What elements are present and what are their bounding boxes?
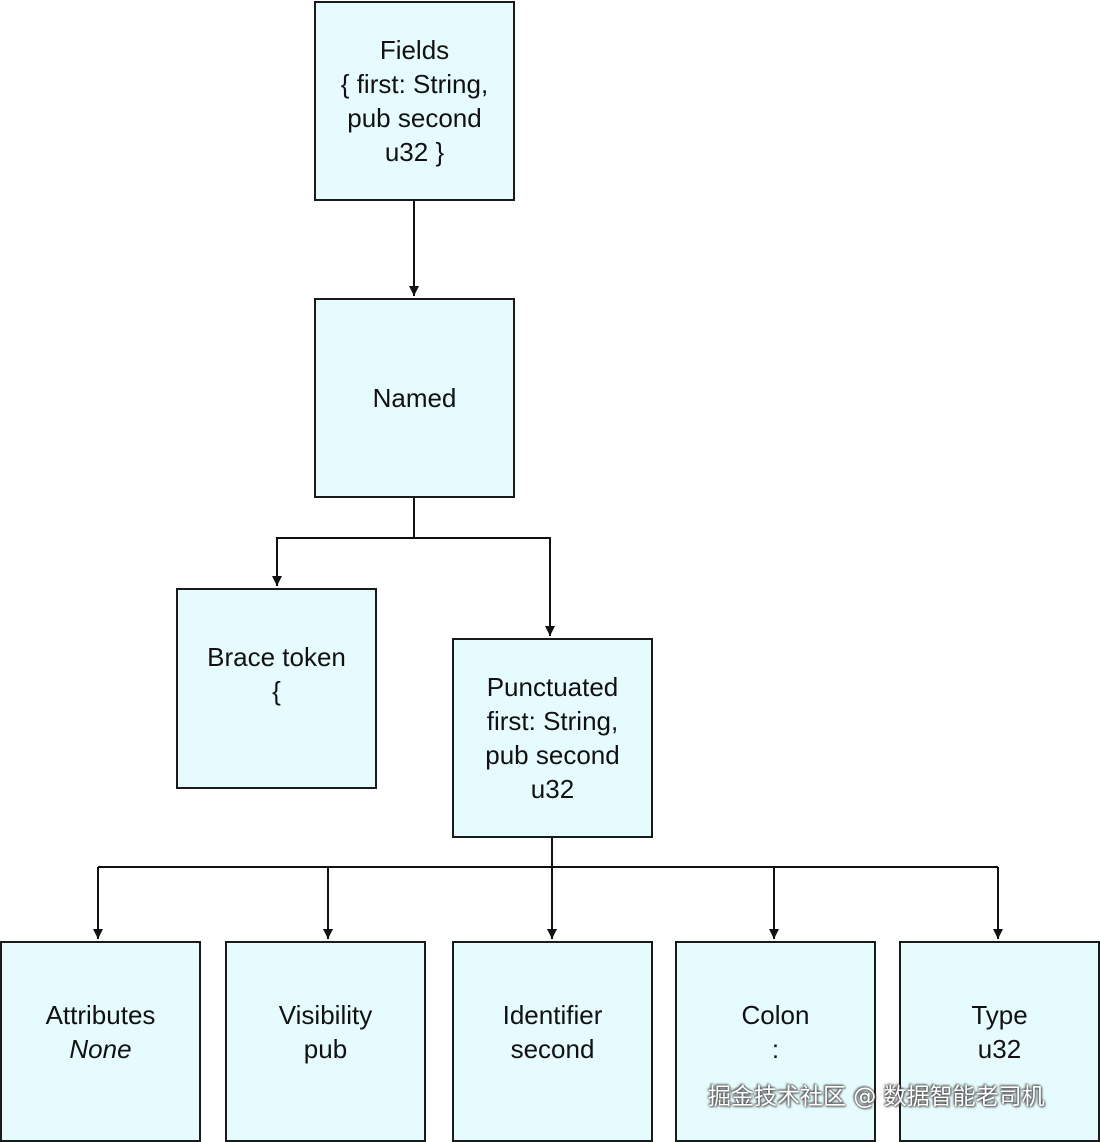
node-identifier-line-2: second (510, 1033, 595, 1064)
node-fields-line-1: Fields (379, 35, 450, 65)
node-brace-token-line-2: { (272, 675, 281, 706)
node-identifier-line-1: Identifier (502, 999, 603, 1030)
node-type-line-2: u32 (977, 1033, 1022, 1064)
node-colon-line-1: Colon (741, 999, 810, 1030)
node-punctuated: Punctuated first: String, pub second u32 (452, 638, 653, 838)
node-type-line-1: Type (971, 999, 1028, 1030)
node-attributes-line-1: Attributes (45, 999, 156, 1030)
node-punctuated-line-2: first: String, (486, 706, 619, 736)
node-brace-token: Brace token { (176, 588, 377, 789)
node-type: Type u32 (899, 941, 1100, 1142)
node-attributes: Attributes None (0, 941, 201, 1142)
edge-named-to-punctuated (414, 537, 555, 636)
node-named: Named (314, 298, 515, 498)
edge-named-to-brace-token (272, 498, 415, 586)
node-brace-token-line-1: Brace token (207, 641, 346, 672)
node-fields-line-2: { first: String, (340, 69, 489, 99)
node-fields-line-3: pub second (347, 103, 482, 133)
node-colon-line-2: : (771, 1033, 780, 1064)
node-visibility-line-1: Visibility (278, 999, 373, 1030)
node-punctuated-line-1: Punctuated (486, 672, 619, 702)
node-fields: Fields { first: String, pub second u32 } (314, 1, 515, 201)
node-colon: Colon : (675, 941, 876, 1142)
node-visibility-line-2: pub (303, 1033, 348, 1064)
node-named-line-1: Named (372, 383, 457, 413)
node-attributes-line-2: None (69, 1033, 132, 1064)
node-punctuated-line-4: u32 (530, 774, 575, 804)
node-visibility: Visibility pub (225, 941, 426, 1142)
node-punctuated-line-3: pub second (485, 740, 620, 770)
node-identifier: Identifier second (452, 941, 653, 1142)
watermark: 掘金技术社区 @ 数据智能老司机 (708, 1084, 1045, 1110)
node-fields-line-4: u32 } (384, 137, 445, 167)
